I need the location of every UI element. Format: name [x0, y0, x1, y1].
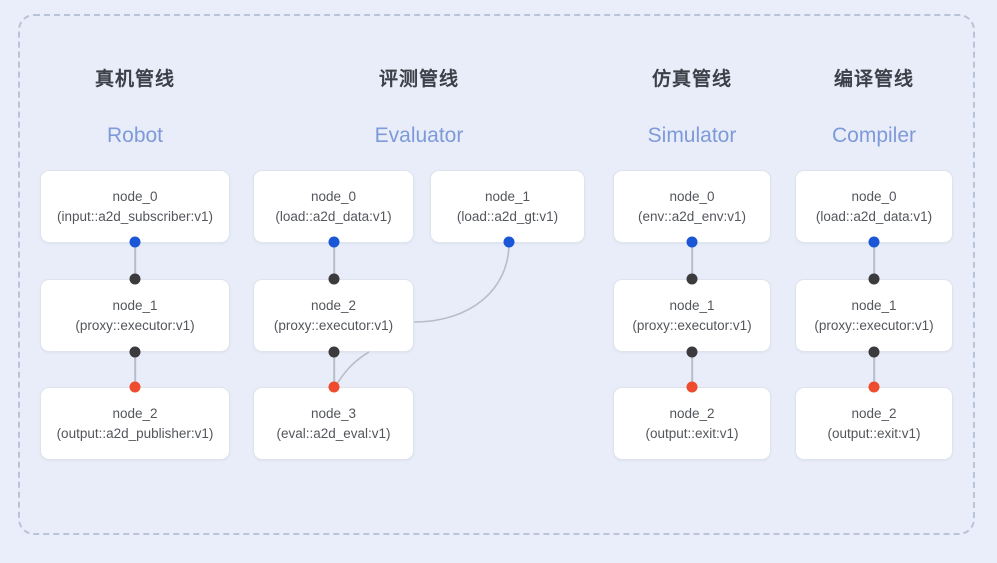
node-spec: (proxy::executor:v1): [814, 317, 934, 333]
node-spec: (env::a2d_env:v1): [637, 208, 747, 224]
node-spec: (load::a2d_data:v1): [275, 208, 392, 224]
port-output-simulator-node-1[interactable]: [686, 346, 698, 358]
node-box-evaluator-node-3[interactable]: node_3 (eval::a2d_eval:v1): [253, 387, 414, 460]
node-spec: (proxy::executor:v1): [273, 317, 394, 333]
node-spec: (load::a2d_gt:v1): [456, 208, 559, 224]
node-name: node_0: [851, 188, 897, 204]
node-box-evaluator-node-2[interactable]: node_2 (proxy::executor:v1): [253, 279, 414, 352]
port-input-evaluator-node-2[interactable]: [328, 273, 340, 285]
node-box-simulator-node-0[interactable]: node_0 (env::a2d_env:v1): [613, 170, 771, 243]
column-subtitle-simulator: Simulator: [647, 124, 737, 147]
port-input-compiler-node-2[interactable]: [868, 381, 880, 393]
node-box-simulator-node-1[interactable]: node_1 (proxy::executor:v1): [613, 279, 771, 352]
column-subtitle-evaluator: Evaluator: [374, 124, 464, 147]
node-name: node_1: [112, 297, 158, 313]
node-name: node_1: [484, 188, 531, 204]
port-output-compiler-node-0[interactable]: [868, 236, 880, 248]
column-title-compiler: 编译管线: [833, 69, 914, 90]
node-box-robot-node-0[interactable]: node_0 (input::a2d_subscriber:v1): [40, 170, 230, 243]
port-input-simulator-node-2[interactable]: [686, 381, 698, 393]
column-title-evaluator: 评测管线: [378, 69, 459, 90]
port-input-robot-node-2[interactable]: [129, 381, 141, 393]
port-input-compiler-node-1[interactable]: [868, 273, 880, 285]
node-box-robot-node-2[interactable]: node_2 (output::a2d_publisher:v1): [40, 387, 230, 460]
edge-evaluator-0-2: [333, 242, 335, 279]
node-spec: (input::a2d_subscriber:v1): [56, 208, 214, 224]
column-subtitle-robot: Robot: [106, 124, 164, 147]
node-box-compiler-node-0[interactable]: node_0 (load::a2d_data:v1): [795, 170, 953, 243]
node-spec: (proxy::executor:v1): [632, 317, 752, 333]
node-box-simulator-node-2[interactable]: node_2 (output::exit:v1): [613, 387, 771, 460]
edge-robot-1-2: [134, 352, 136, 387]
column-title-simulator: 仿真管线: [651, 69, 732, 90]
port-output-robot-node-0[interactable]: [129, 236, 141, 248]
edge-evaluator-2-3: [333, 352, 335, 387]
port-output-evaluator-node-2[interactable]: [328, 346, 340, 358]
node-spec: (output::a2d_publisher:v1): [56, 425, 214, 441]
node-name: node_2: [851, 405, 897, 421]
node-spec: (output::exit:v1): [827, 425, 921, 441]
node-spec: (proxy::executor:v1): [75, 317, 195, 333]
port-output-simulator-node-0[interactable]: [686, 236, 698, 248]
edge-simulator-1-2: [691, 352, 693, 387]
column-title-robot: 真机管线: [94, 69, 175, 90]
node-box-compiler-node-1[interactable]: node_1 (proxy::executor:v1): [795, 279, 953, 352]
port-output-compiler-node-1[interactable]: [868, 346, 880, 358]
node-name: node_2: [112, 405, 158, 421]
node-spec: (output::exit:v1): [645, 425, 739, 441]
port-output-robot-node-1[interactable]: [129, 346, 141, 358]
node-name: node_1: [851, 297, 897, 313]
node-spec: (eval::a2d_eval:v1): [276, 425, 391, 441]
node-name: node_1: [669, 297, 715, 313]
edge-simulator-0-1: [691, 242, 693, 279]
node-name: node_0: [669, 188, 715, 204]
port-output-evaluator-node-0[interactable]: [328, 236, 340, 248]
edge-compiler-1-2: [873, 352, 875, 387]
port-input-robot-node-1[interactable]: [129, 273, 141, 285]
node-box-evaluator-node-0[interactable]: node_0 (load::a2d_data:v1): [253, 170, 414, 243]
node-box-compiler-node-2[interactable]: node_2 (output::exit:v1): [795, 387, 953, 460]
node-name: node_0: [310, 188, 357, 204]
node-name: node_3: [310, 405, 357, 421]
node-box-robot-node-1[interactable]: node_1 (proxy::executor:v1): [40, 279, 230, 352]
node-spec: (load::a2d_data:v1): [815, 208, 933, 224]
node-name: node_2: [669, 405, 715, 421]
column-subtitle-compiler: Compiler: [831, 124, 917, 147]
port-input-simulator-node-1[interactable]: [686, 273, 698, 285]
node-box-evaluator-node-1[interactable]: node_1 (load::a2d_gt:v1): [430, 170, 585, 243]
node-name: node_0: [112, 188, 158, 204]
edge-compiler-0-1: [873, 242, 875, 279]
port-input-evaluator-node-3[interactable]: [328, 381, 340, 393]
edge-robot-0-1: [134, 242, 136, 279]
port-output-evaluator-node-1[interactable]: [503, 236, 515, 248]
node-name: node_2: [310, 297, 357, 313]
